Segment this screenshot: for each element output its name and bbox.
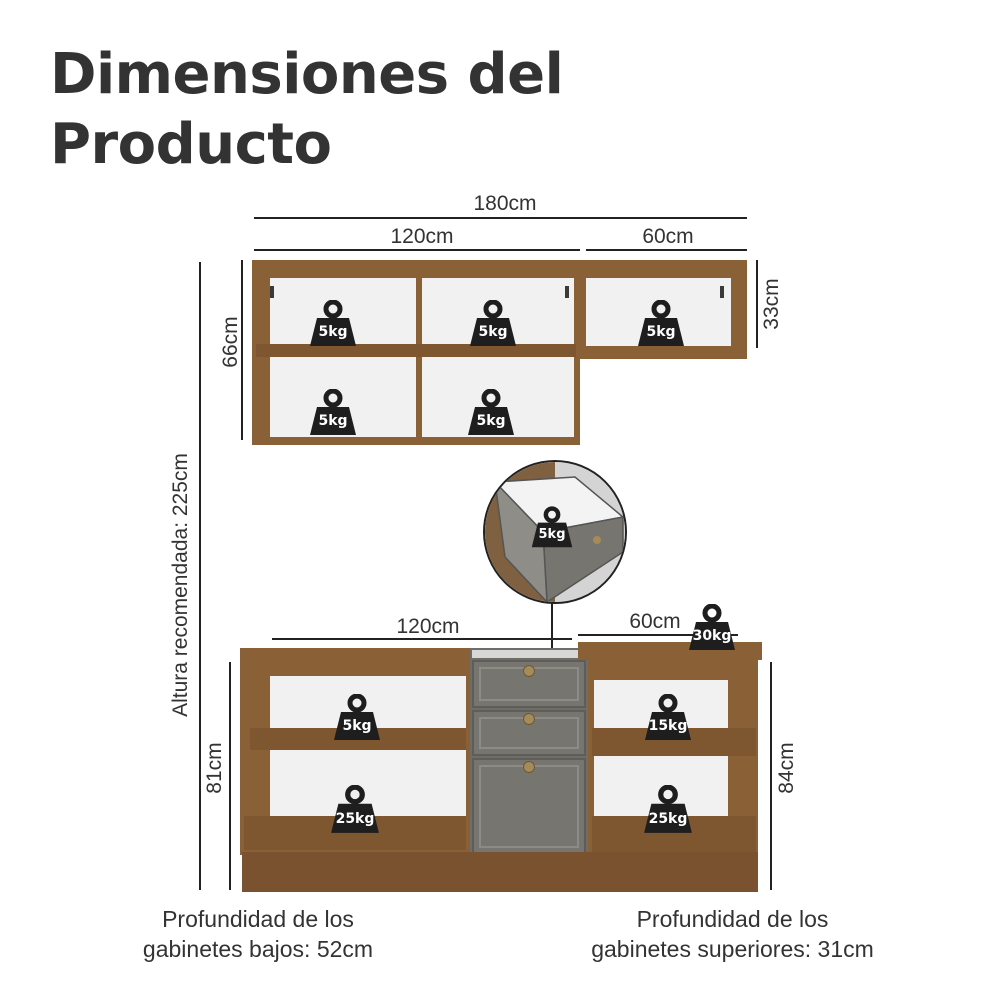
weight-icon: 30kg <box>686 604 738 650</box>
title-line-1: Dimensiones del <box>50 42 564 107</box>
lower-left-width-label: 120cm <box>396 615 460 638</box>
upper-left-height-line <box>241 260 243 440</box>
upper-left-width-label: 120cm <box>390 225 454 248</box>
weight-label: 5kg <box>318 324 348 340</box>
zoom-callout-line <box>551 598 553 660</box>
lower-right-width-line <box>578 634 738 636</box>
weight-label: 25kg <box>335 811 375 827</box>
weight-label: 5kg <box>538 527 566 542</box>
weight-label: 25kg <box>648 811 688 827</box>
weight-label: 5kg <box>342 718 372 734</box>
upper-left-width-line <box>254 249 580 251</box>
title-line-2: Producto <box>50 112 332 177</box>
recommended-height-line <box>199 262 201 890</box>
weight-icon: 5kg <box>636 300 686 346</box>
drawer-knob[interactable] <box>523 665 535 677</box>
weight-icon: 25kg <box>642 785 694 833</box>
lower-left-height-line <box>229 662 231 890</box>
weight-icon: 5kg <box>332 694 382 740</box>
cabinet-base <box>242 852 758 892</box>
lower-depth-line-1: Profundidad de los <box>162 906 354 932</box>
weight-icon: 15kg <box>642 694 694 740</box>
door-knob[interactable] <box>523 761 535 773</box>
upper-right-width-label: 60cm <box>642 225 694 248</box>
weight-label: 5kg <box>478 324 508 340</box>
hinge-bracket <box>720 286 724 298</box>
lower-right-width-label: 60cm <box>629 610 681 633</box>
cabinet-door[interactable] <box>472 758 586 855</box>
drawer-unit-top <box>472 650 584 658</box>
upper-right-width-line <box>586 249 747 251</box>
total-width-label: 180cm <box>473 192 537 215</box>
weight-icon: 5kg <box>308 300 358 346</box>
weight-label: 5kg <box>476 413 506 429</box>
open-drawer-illustration <box>485 462 625 602</box>
weight-icon: 25kg <box>329 785 381 833</box>
lower-right-height-line <box>770 662 772 890</box>
lower-depth-line-2: gabinetes bajos: 52cm <box>142 936 374 962</box>
weight-label: 5kg <box>646 324 676 340</box>
weight-label: 30kg <box>692 628 732 644</box>
weight-icon: 5kg <box>308 389 358 435</box>
weight-label: 15kg <box>648 718 688 734</box>
drawer-knob[interactable] <box>523 713 535 725</box>
weight-icon: 5kg <box>466 389 516 435</box>
upper-right-height-label: 33cm <box>760 278 783 330</box>
lower-left-width-line <box>272 638 572 640</box>
upper-right-height-line <box>756 260 758 348</box>
lower-depth-caption: Profundidad de los gabinetes bajos: 52cm <box>108 904 408 964</box>
upper-depth-caption: Profundidad de los gabinetes superiores:… <box>570 904 895 964</box>
recommended-height-label: Altura recomendada: 225cm <box>169 453 192 717</box>
weight-icon: 5kg <box>468 300 518 346</box>
total-width-line <box>254 217 747 219</box>
upper-shelf <box>256 344 576 357</box>
weight-icon: 5kg <box>530 506 574 548</box>
upper-depth-line-1: Profundidad de los <box>636 906 829 932</box>
hinge-bracket <box>270 286 274 298</box>
upper-left-height-label: 66cm <box>219 316 242 368</box>
lower-left-height-label: 81cm <box>203 742 226 794</box>
lower-right-height-label: 84cm <box>775 742 798 794</box>
upper-depth-line-2: gabinetes superiores: 31cm <box>591 936 874 962</box>
weight-label: 5kg <box>318 413 348 429</box>
hinge-bracket <box>565 286 569 298</box>
page-title: Dimensiones del Producto <box>50 40 564 180</box>
